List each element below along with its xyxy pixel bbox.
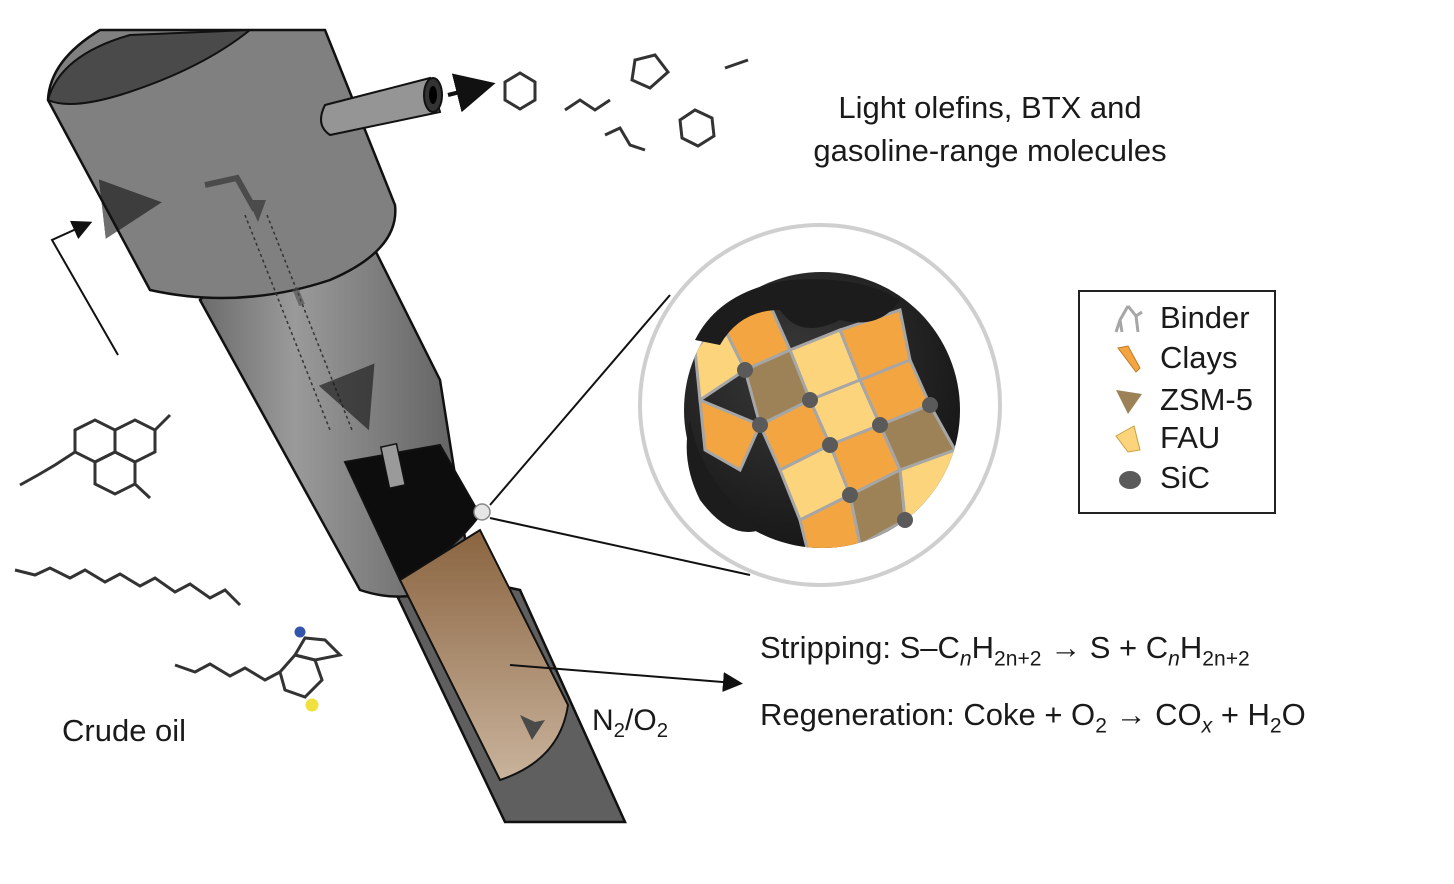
stripping-n1: n [959, 647, 972, 671]
regeneration-mid: → CO [1106, 697, 1202, 732]
legend-item-fau: FAU [1080, 418, 1220, 458]
regeneration-plus: + H [1212, 697, 1270, 732]
thiophene-alkyl-molecule [174, 626, 344, 712]
polyaromatic-molecule [19, 413, 172, 500]
equation-pointer-arrow [509, 664, 743, 693]
regeneration-suffix: O [1281, 697, 1306, 732]
legend-label-fau: FAU [1160, 420, 1221, 455]
product-molecules [503, 53, 749, 152]
gas-n: N [592, 704, 614, 737]
sic-dot-icon [1119, 471, 1141, 489]
reactor-upper-vessel [46, 28, 496, 430]
toluene-molecule [678, 108, 716, 148]
clay-shape-icon [1117, 345, 1141, 373]
propylene-molecule [564, 98, 611, 112]
regeneration-h-sub: 2 [1269, 714, 1282, 738]
catalyst-particle-marker [473, 503, 491, 521]
gas-o: /O [625, 704, 657, 737]
stripping-prefix: Stripping: S–C [760, 630, 960, 665]
ethylene-molecule [724, 58, 749, 70]
fau-shape-icon [1115, 425, 1141, 453]
regeneration-equation: Regeneration: Coke + O2 → COx + H2O [760, 697, 1306, 736]
zoom-line-top [489, 294, 671, 506]
regeneration-o-sub: 2 [1095, 714, 1107, 738]
crude-oil-label: Crude oil [62, 713, 187, 748]
gas-o-sub: 2 [656, 720, 669, 743]
products-label-line-1: Light olefins, BTX and [838, 90, 1142, 125]
legend-item-clays: Clays [1080, 338, 1238, 378]
legend-label-sic: SiC [1160, 460, 1210, 495]
regeneration-gas-label: N2/O2 [592, 704, 668, 741]
stripping-arrow: → S + C [1041, 630, 1169, 665]
catalyst-bed [398, 528, 570, 782]
product-outlet-pipe [320, 76, 443, 137]
crude-oil-molecules [14, 413, 344, 712]
stripping-h: H [971, 630, 995, 665]
gas-n-sub: 2 [613, 720, 626, 743]
butene-molecule [604, 126, 646, 152]
stripping-equation: Stripping: S–CnH2n+2 → S + CnH2n+2 [760, 630, 1250, 669]
cyclopentadiene-molecule [630, 53, 671, 90]
legend-label-binder: Binder [1160, 300, 1250, 335]
legend-item-zsm5: ZSM-5 [1080, 380, 1253, 420]
catalyst-separator [343, 442, 491, 582]
stripping-sub1: 2n+2 [994, 647, 1042, 671]
products-label-line-2: gasoline-range molecules [813, 133, 1167, 168]
legend-item-binder: Binder [1080, 298, 1250, 338]
product-flow-arrow [447, 73, 496, 113]
products-label: Light olefins, BTX and gasoline-range mo… [790, 86, 1190, 172]
regeneration-x-sub: x [1201, 714, 1213, 738]
paraffin-molecule [14, 566, 242, 607]
stripping-h2: H [1179, 630, 1203, 665]
legend-label-clays: Clays [1160, 340, 1238, 375]
recycle-arrow [50, 220, 119, 356]
legend-item-sic: SiC [1080, 458, 1210, 498]
legend-label-zsm5: ZSM-5 [1160, 382, 1253, 417]
zoom-line-bottom [489, 517, 751, 576]
regeneration-prefix: Regeneration: Coke + O [760, 697, 1096, 732]
benzene-molecule [503, 71, 537, 111]
stripping-sub2: 2n+2 [1202, 647, 1250, 671]
catalyst-legend: Binder Clays ZSM-5 FAU SiC [1078, 290, 1276, 514]
stripping-n2: n [1168, 647, 1180, 671]
catalyst-particle-magnified [638, 223, 1002, 587]
binder-branch-icon [1114, 305, 1143, 333]
zsm5-shape-icon [1116, 390, 1142, 414]
